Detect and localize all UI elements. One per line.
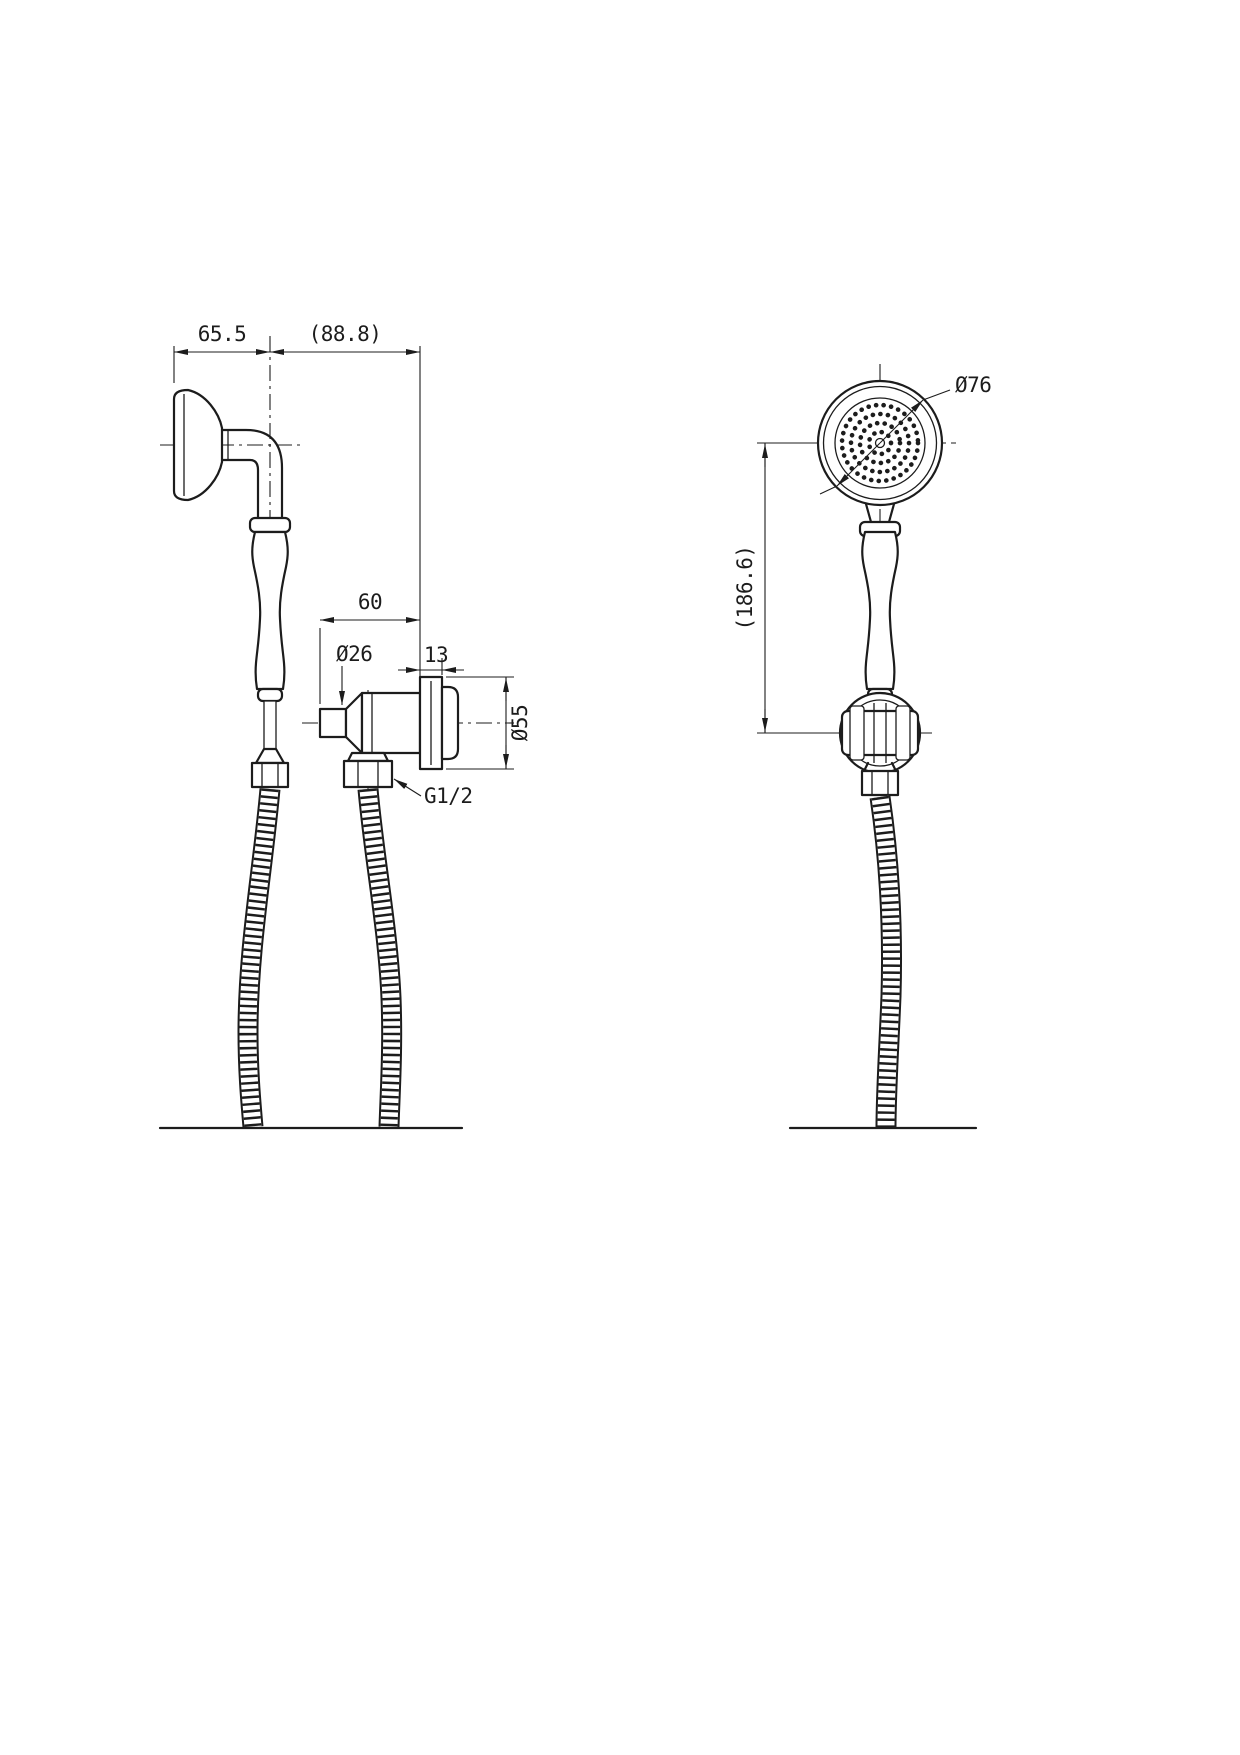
holder-clamp-left [849,705,865,761]
nozzle-ring-inner [866,429,894,457]
hose-cone-side [254,747,286,765]
dim-leader-thread [393,778,422,797]
hose-ribs [359,788,401,1128]
handle-front [858,502,902,703]
union-cone [344,691,364,755]
union-outlet-nut [342,759,394,789]
dim-label-flange-thickness: 13 [424,643,448,667]
union-outlet-nut-facets [357,761,379,787]
union-nipple [318,707,348,739]
dim-label-thread-size: G1/2 [424,784,473,808]
handle-stem-front [873,703,887,763]
union-body [360,691,422,755]
dim-arrow-diameter [836,442,881,487]
nozzle-ring [857,420,903,466]
dim-leader-tail [819,485,838,495]
nozzle-ring-outer [839,402,921,484]
side-view: 65.5 (88.8) 60 Ø26 13 Ø55 G1/2 [158,322,532,1130]
neck-front [864,502,896,524]
handle-body-front [861,530,899,691]
shower-head-bell-side [172,388,224,502]
head-center-hole [874,437,886,449]
hose-nut-facets-side [261,763,279,787]
dim-label-height-ref: (186.6) [733,545,757,630]
elbow-inner-edge [220,458,260,523]
dim-label-depth-ref: (88.8) [309,322,382,346]
hose-fill [871,795,900,1128]
handle-body-side [251,530,289,691]
side-view-dimensions: 65.5 (88.8) 60 Ø26 13 Ø55 G1/2 [173,322,532,808]
hose-nut-front [860,769,900,797]
head-face-edge [834,397,926,489]
head-inner-rim [822,385,938,501]
dim-leader-head-diameter [922,389,951,401]
hose-nut-facets-front [871,771,889,795]
hose-union [357,788,403,1128]
dim-label-head-offset: 65.5 [198,322,247,346]
hose-handshower [237,788,281,1128]
hose-cone-front [862,761,898,773]
handle-end-cap-side [256,687,284,703]
front-view-dimensions: (186.6) Ø76 [733,373,992,734]
dim-label-flange-diameter: Ø55 [508,705,532,741]
dim-label-head-diameter: Ø76 [955,373,991,397]
dim-label-union-length: 60 [358,590,382,614]
holder-clamp-right [895,705,911,761]
front-view: (186.6) Ø76 [733,364,992,1130]
nozzle-ring [848,411,912,475]
wall-union-side [318,675,460,789]
hose-front [869,795,902,1128]
hose-nut-side [250,761,290,789]
handle-stem-side [263,700,277,750]
hose-fill [239,788,279,1128]
elbow-outer-edge [220,428,284,523]
dim-arrow-diameter [879,399,924,444]
dim-label-outlet-diameter: Ø26 [336,642,372,666]
handle-collar-side [248,516,292,534]
union-outlet-cone [346,751,390,763]
wall-holder-front [838,691,922,797]
union-wall-cap [440,685,460,761]
